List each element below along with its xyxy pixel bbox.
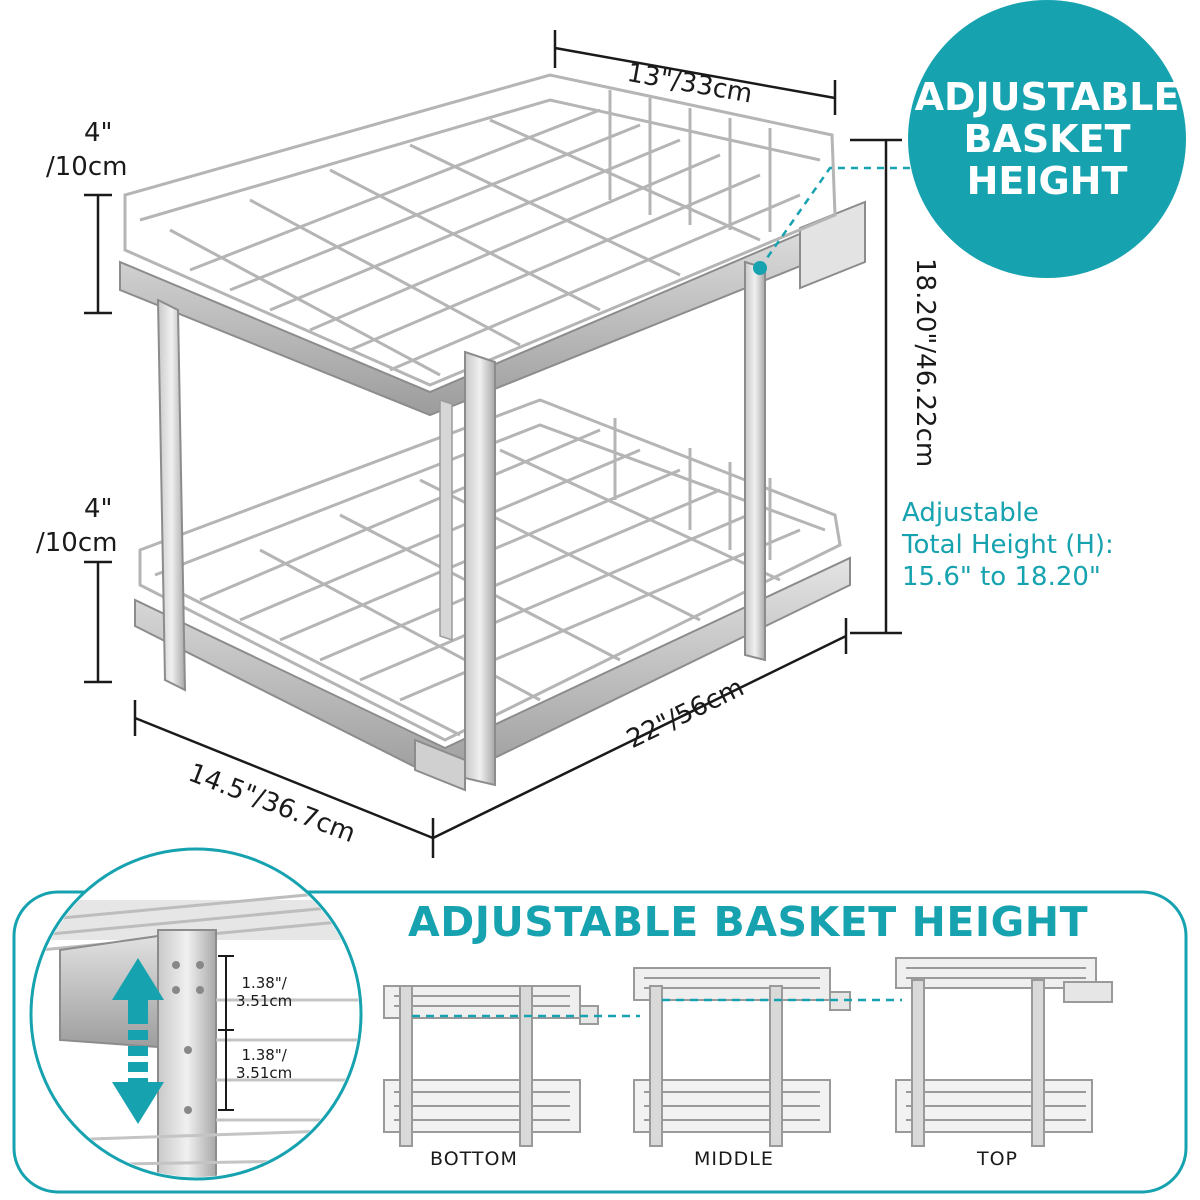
organizer-drawing: [119, 73, 866, 792]
up-arrow-icon: [112, 958, 164, 1024]
step-2-label: 1.38"/ 3.51cm: [236, 1046, 292, 1082]
badge-line-1: ADJUSTABLE: [914, 75, 1180, 119]
total-height-label: 18.20"/46.22cm: [910, 258, 940, 468]
height-note-line-2: Total Height (H):: [902, 530, 1114, 560]
step-1-line-1: 1.38"/: [241, 974, 287, 992]
down-arrow-icon: [112, 1078, 164, 1124]
top-gap-label-line1: 4": [84, 118, 113, 148]
position-middle-diagram: [633, 967, 851, 1147]
front-post: [464, 350, 496, 787]
badge-line-2: BASKET: [963, 117, 1131, 161]
panel-title: ADJUSTABLE BASKET HEIGHT: [408, 898, 1089, 946]
adjust-point-dot: [753, 261, 767, 275]
position-caption-bottom: BOTTOM: [430, 1148, 518, 1170]
height-note-line-1: Adjustable: [902, 498, 1039, 528]
dashed-arrow-shaft: [128, 1030, 148, 1072]
top-gap-label-line2: /10cm: [46, 152, 128, 182]
adjustable-height-badge: ADJUSTABLE BASKET HEIGHT: [908, 0, 1186, 278]
badge-line-3: HEIGHT: [966, 159, 1128, 203]
step-2-line-1: 1.38"/: [241, 1046, 287, 1064]
dimension-lines: [84, 30, 902, 858]
step-1-line-2: 3.51cm: [236, 992, 293, 1010]
detail-panel: [12, 890, 1188, 1194]
bottom-gap-label-line1: 4": [84, 494, 113, 524]
bottom-rail-front: [414, 738, 466, 792]
zoom-detail: [29, 847, 363, 1181]
bottom-gap-label-line2: /10cm: [36, 528, 118, 558]
back-post: [744, 260, 766, 662]
position-bottom-diagram: [383, 985, 599, 1147]
left-post: [156, 298, 187, 692]
top-basket: [123, 73, 837, 387]
position-caption-middle: MIDDLE: [694, 1148, 774, 1170]
badge-pointer: [758, 166, 912, 269]
inner-post: [439, 398, 453, 642]
height-note-line-3: 15.6" to 18.20": [902, 562, 1101, 592]
height-range-note: Adjustable Total Height (H): 15.6" to 18…: [902, 497, 1114, 593]
position-top-diagram: [895, 957, 1113, 1147]
position-caption-top: TOP: [977, 1148, 1019, 1170]
step-2-line-2: 3.51cm: [236, 1064, 293, 1082]
step-1-label: 1.38"/ 3.51cm: [236, 974, 292, 1010]
